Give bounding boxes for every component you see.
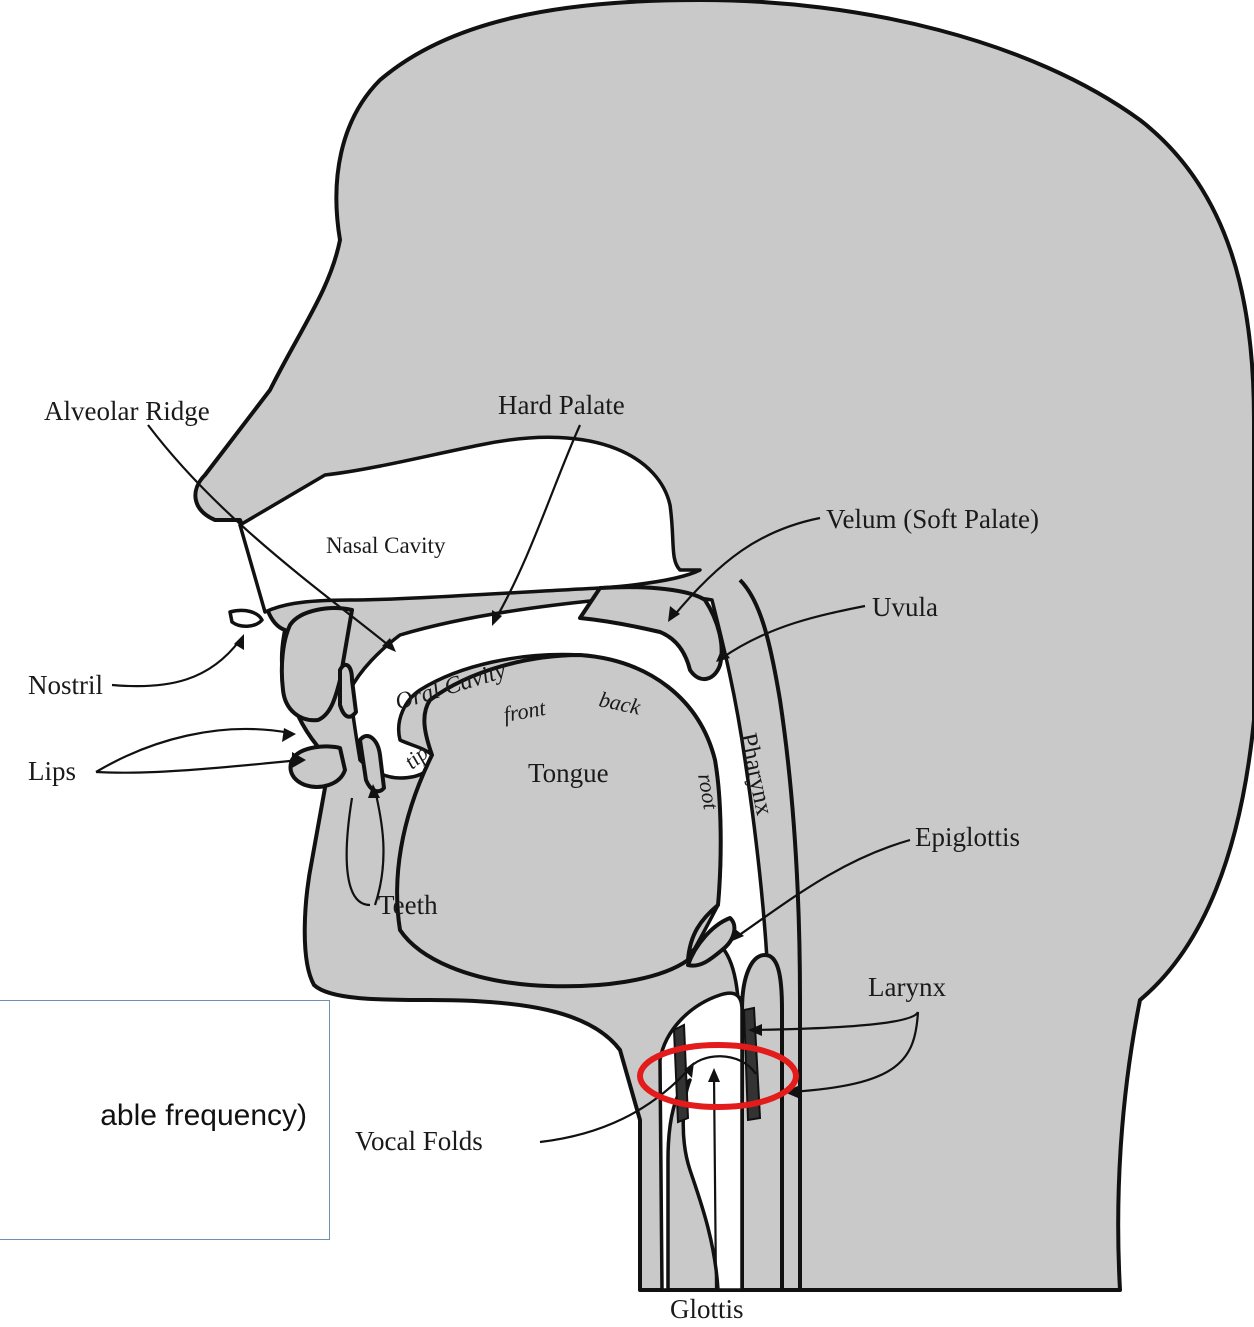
label-epiglottis: Epiglottis [915, 822, 1020, 852]
label-lips: Lips [28, 756, 76, 786]
label-nostril: Nostril [28, 670, 103, 700]
callout-box: able frequency) [0, 1000, 330, 1240]
callout-text: able frequency) [100, 1099, 307, 1133]
label-hard-palate: Hard Palate [498, 390, 625, 420]
lower-lip [291, 746, 345, 786]
label-velum: Velum (Soft Palate) [826, 504, 1039, 534]
label-alveolar-ridge: Alveolar Ridge [44, 396, 210, 426]
label-uvula: Uvula [872, 592, 938, 622]
label-glottis: Glottis [670, 1294, 744, 1324]
label-teeth: Teeth [378, 890, 438, 920]
label-tongue: Tongue [528, 758, 609, 788]
nostril-shape [230, 610, 262, 626]
label-nasal-cavity: Nasal Cavity [326, 533, 446, 558]
label-vocal-folds: Vocal Folds [355, 1126, 483, 1156]
larynx-column [742, 955, 782, 1290]
label-larynx: Larynx [868, 972, 946, 1002]
tongue-shape [397, 655, 721, 986]
